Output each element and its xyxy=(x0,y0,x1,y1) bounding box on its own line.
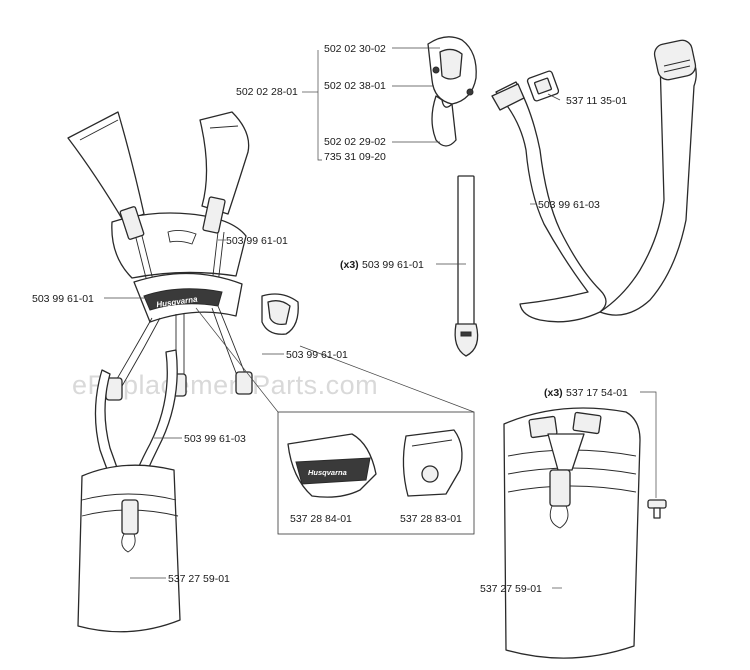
padded-strap xyxy=(491,39,697,323)
label-harness-strap-left: 503 99 61-01 xyxy=(32,293,94,305)
hook-assembly xyxy=(427,36,477,147)
label-hook-kit: 502 02 28-01 xyxy=(236,86,298,98)
label-screw-qty: (x3) xyxy=(544,387,563,399)
label-cover-left: 537 28 84-01 xyxy=(290,513,352,525)
label-hook-top: 502 02 30-02 xyxy=(324,43,386,55)
label-harness-strap-right: 503 99 61-01 xyxy=(286,349,348,361)
label-hook-bottom: 735 31 09-20 xyxy=(324,151,386,163)
label-hip-pad-right: 537 27 59-01 xyxy=(480,583,542,595)
label-hip-pad-left: 537 27 59-01 xyxy=(168,573,230,585)
label-pad-strap: 503 99 61-03 xyxy=(538,199,600,211)
label-screw: 537 17 54-01 xyxy=(566,387,628,399)
label-hook-mid: 502 02 38-01 xyxy=(324,80,386,92)
cover-logo: Husqvarna xyxy=(308,468,347,477)
label-strap-qty: (x3) xyxy=(340,259,359,271)
hip-pad-left xyxy=(77,464,181,633)
label-harness-strap-upper: 503 99 61-01 xyxy=(226,235,288,247)
single-strap xyxy=(454,175,479,357)
leader-lines xyxy=(104,47,657,589)
harness-assembly: Husqvarna xyxy=(67,111,299,497)
screw xyxy=(647,499,667,519)
label-hook-low: 502 02 29-02 xyxy=(324,136,386,148)
hip-pad-right xyxy=(503,407,641,659)
buckle xyxy=(526,70,560,102)
label-cover-right: 537 28 83-01 xyxy=(400,513,462,525)
part-labels: 502 02 30-02 502 02 38-01 502 02 28-01 5… xyxy=(32,43,628,595)
label-strap: 503 99 61-01 xyxy=(362,259,424,271)
covers-group: Husqvarna xyxy=(195,307,475,535)
label-harness-pad: 503 99 61-03 xyxy=(184,433,246,445)
label-buckle: 537 11 35-01 xyxy=(566,95,627,107)
